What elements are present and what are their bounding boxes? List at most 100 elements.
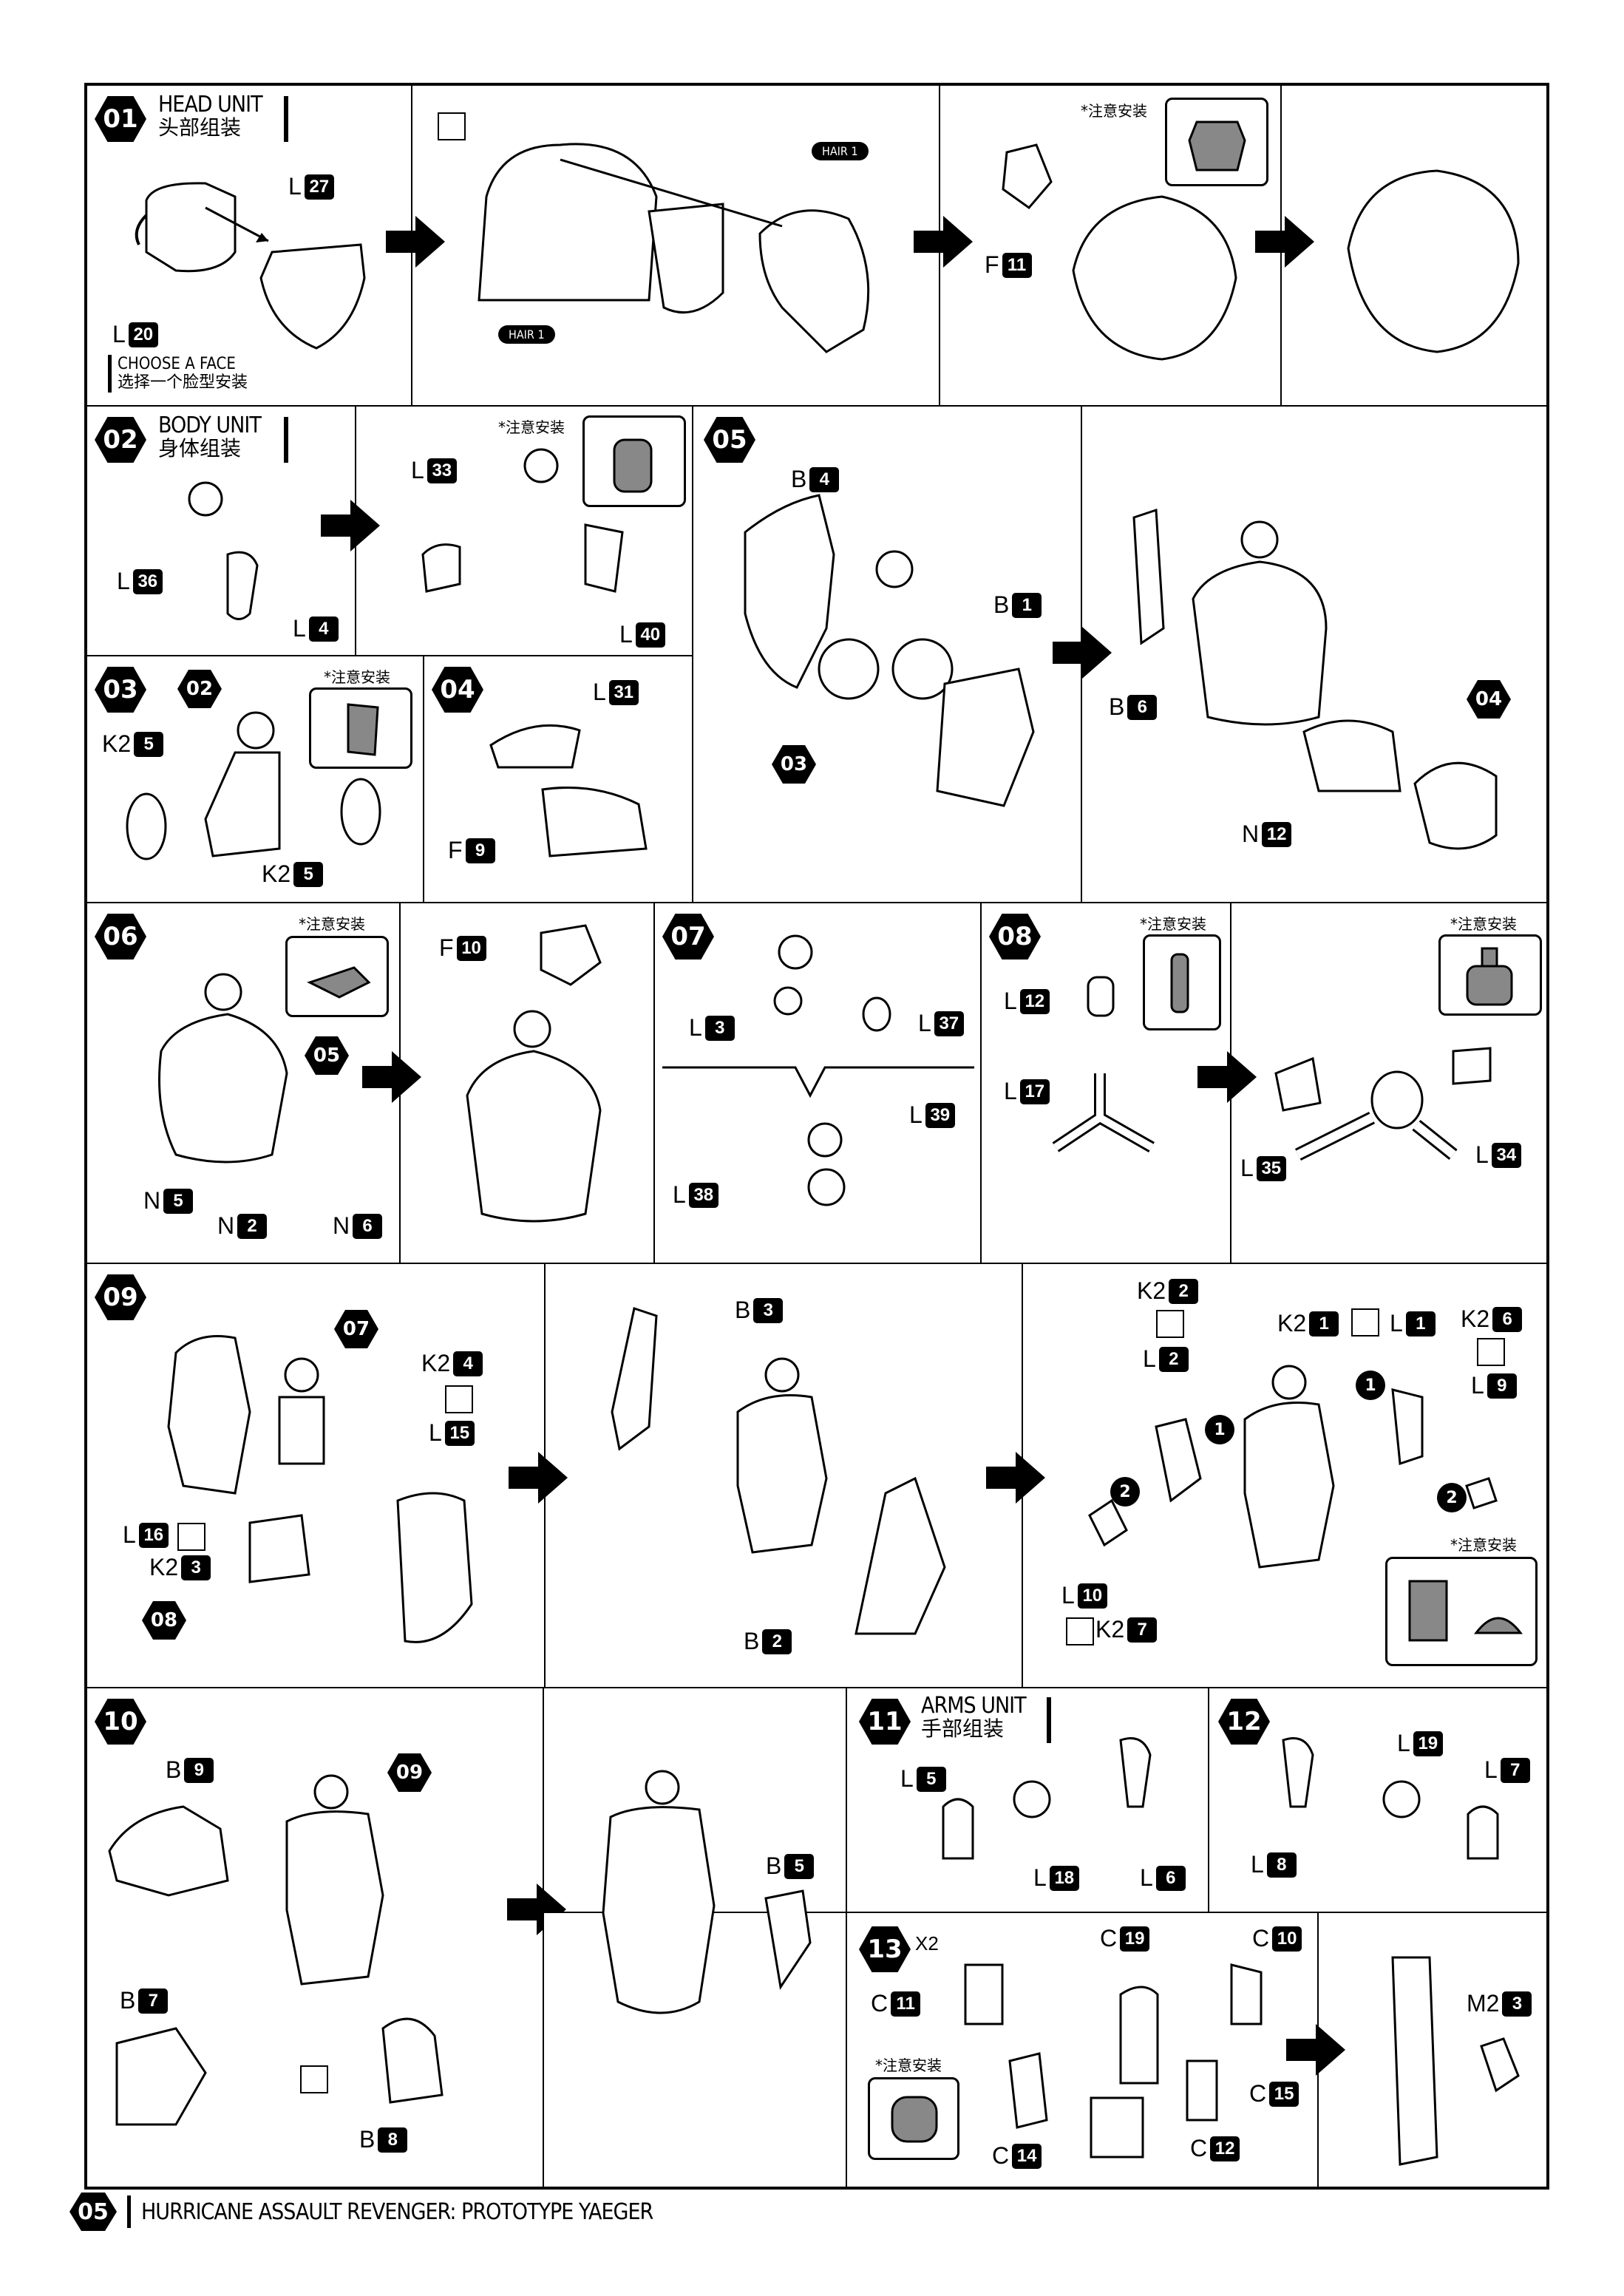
caution-detail-box [1143,934,1221,1030]
caution-detail-box [868,2077,959,2160]
caution-label: *注意安装 [324,668,390,686]
lower-body-drawing [167,1335,473,1643]
next-arrow [1197,1051,1257,1103]
ref-step-08: 08 [142,1601,186,1640]
step-11-title: ARMS UNIT 手部组装 [921,1694,1051,1743]
waist-joint-drawing [1052,976,1155,1152]
sticker-icon [1156,1310,1184,1338]
next-arrow [509,1452,568,1504]
caution-detail-box [309,687,412,769]
order-mark-2: 2 [1437,1483,1467,1512]
footer-divider [127,2195,131,2228]
hip-armor-drawing [611,1307,946,1635]
sticker-icon [445,1385,473,1413]
step-01-number: 01 [95,96,146,142]
hair-tag-bottom: HAIR 1 [498,325,555,344]
pelvis-joint-drawing [489,724,648,857]
step-01-title-en: HEAD UNIT [158,92,263,118]
hair-assembly-drawing [478,143,870,353]
neck-joint-drawing [188,481,259,620]
ref-step-09: 09 [387,1753,432,1792]
forearm-complete-drawing [1391,1956,1520,2166]
step-01d-panel [1255,84,1548,407]
caution-label: *注意安装 [498,418,565,436]
page-footer: 05 HURRICANE ASSAULT REVENGER: PROTOTYPE… [69,2188,653,2235]
next-arrow [1053,627,1112,679]
step-10c-panel [543,1770,847,2188]
ref-step-02: 02 [177,670,222,708]
step-01-title: HEAD UNIT 头部组装 [158,92,288,142]
hair-tag-top: HAIR 1 [812,142,869,160]
caution-label: *注意安装 [1140,915,1206,933]
sticker-icon [177,1523,205,1551]
choose-a-face-note: CHOOSE A FACE 选择一个脸型安装 [108,355,248,393]
caution-detail-box [1438,934,1542,1016]
hairpiece-drawing [1002,143,1237,361]
shoulder-arm-drawing [942,1737,1152,1860]
neck-assembly-drawing [421,448,624,593]
step-05-number: 05 [704,417,755,463]
step-09-number: 09 [95,1274,146,1320]
shoulder-joint-drawing [662,934,974,1206]
finished-head-drawing [1347,169,1520,353]
next-arrow [362,1051,421,1103]
product-title: HURRICANE ASSAULT REVENGER: PROTOTYPE YA… [141,2198,653,2225]
forearm-drawing [964,1963,1263,2159]
order-mark-2: 2 [1110,1477,1140,1507]
step-06-number: 06 [95,914,146,960]
step-04-number: 04 [432,667,483,713]
step-01b-panel: HAIR 1 HAIR 1 [386,84,940,407]
torso-detail-drawing [158,973,288,1164]
